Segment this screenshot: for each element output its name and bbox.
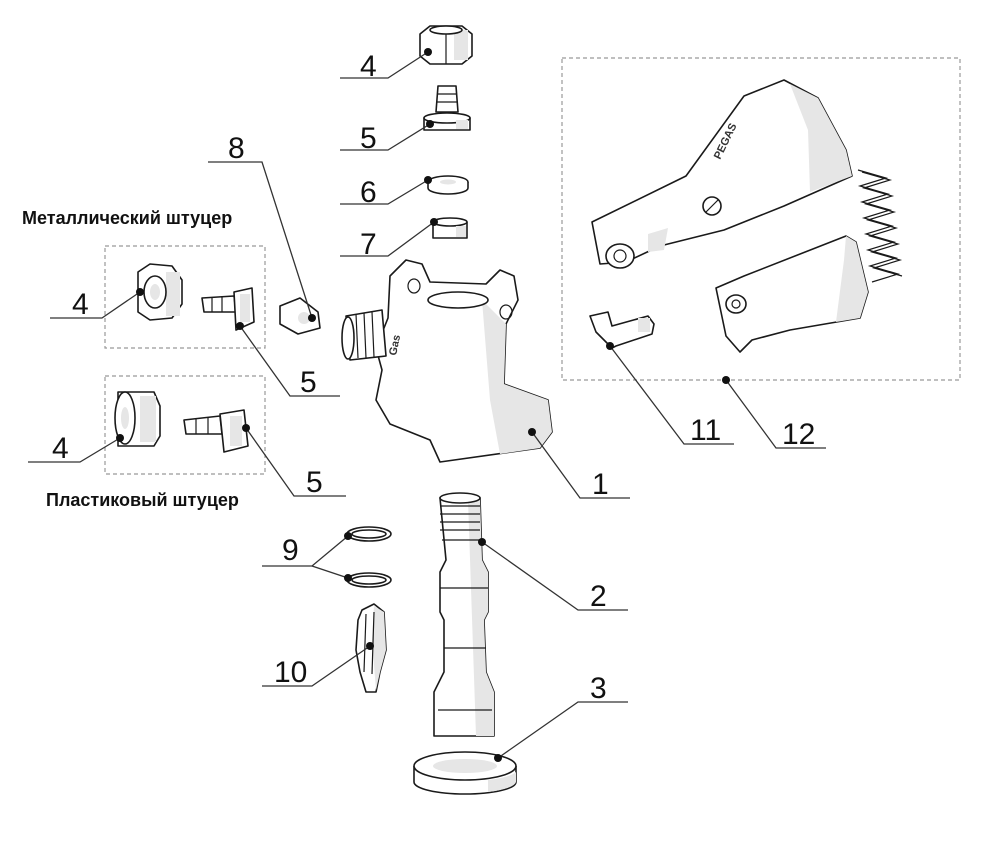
caption-metal-fitting: Металлический штуцер [22, 208, 232, 228]
check-valve-8-part [279, 297, 321, 335]
o-ring-upper-part [346, 526, 392, 542]
base-ring-part [413, 751, 517, 795]
label-plastic-4: 4 [52, 432, 69, 465]
label-top-6: 6 [360, 176, 377, 209]
top-washer-part [427, 175, 469, 195]
top-sleeve-part [432, 217, 468, 239]
label-top-7: 7 [360, 228, 377, 261]
label-plastic-5: 5 [306, 466, 323, 499]
metal-hex-nut-part [137, 263, 183, 321]
lever-handle-part: PEGAS [591, 79, 853, 269]
label-metal-4: 4 [72, 288, 89, 321]
lever-bracket-part [715, 235, 869, 353]
plastic-hose-barb-part [183, 409, 249, 453]
coupler-body-part: Gas [341, 259, 553, 463]
lever-group-box [561, 57, 961, 381]
spear-part [433, 492, 495, 737]
label-pin-11: 11 [690, 414, 721, 447]
check-valve-10-part [355, 603, 387, 693]
leader-lines [28, 51, 826, 759]
label-top-5: 5 [360, 122, 377, 155]
caption-plastic-fitting: Пластиковый штуцер [46, 490, 239, 510]
label-body-1: 1 [592, 468, 609, 501]
label-top-4: 4 [360, 50, 377, 83]
top-hose-barb-part [423, 85, 471, 131]
label-top-8: 8 [228, 132, 245, 165]
label-orings-9: 9 [282, 534, 299, 567]
spring-part [857, 169, 903, 283]
label-ring-3: 3 [590, 672, 607, 705]
label-spear-2: 2 [590, 580, 607, 613]
plastic-nut-part [114, 391, 161, 447]
metal-hose-barb-part [201, 287, 255, 331]
top-hex-nut-part [419, 25, 473, 65]
pin-11-part [589, 311, 655, 349]
plastic-fitting-group-box [104, 375, 266, 475]
leader-dots [116, 48, 730, 762]
label-metal-5: 5 [300, 366, 317, 399]
body-gas-mark: Gas [387, 334, 403, 357]
o-ring-lower-part [346, 572, 392, 588]
label-check-10: 10 [274, 656, 307, 689]
metal-fitting-group-box [104, 245, 266, 349]
label-lever-12: 12 [782, 418, 815, 451]
